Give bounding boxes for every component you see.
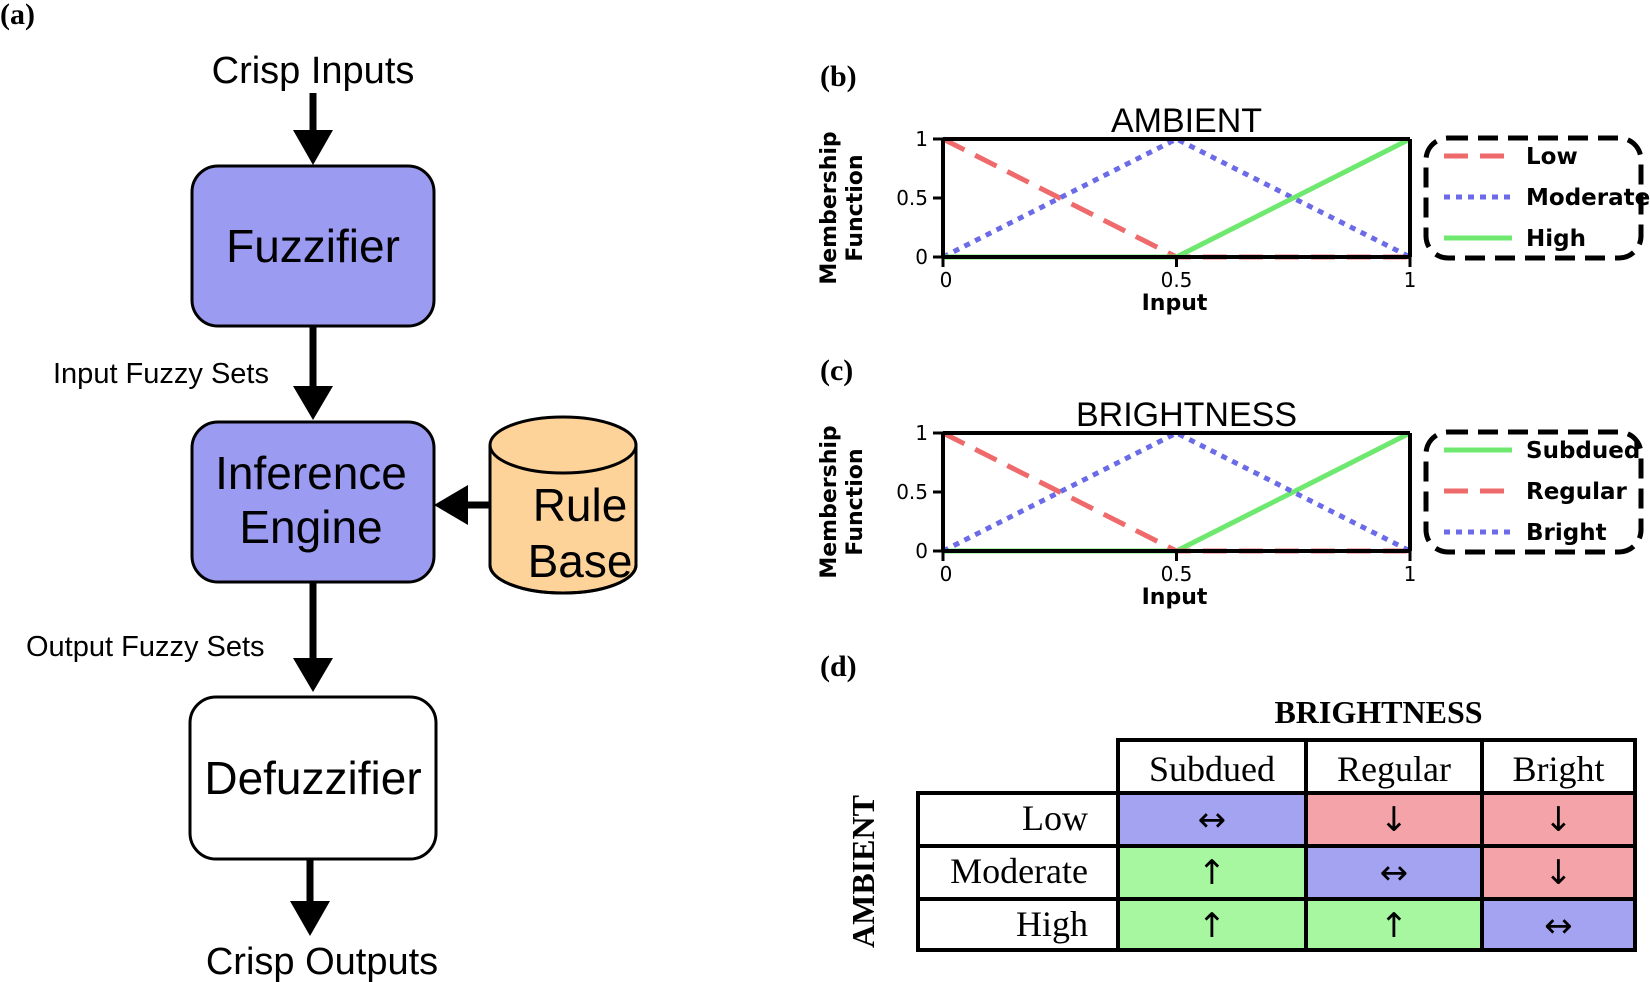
- series-line-subdued: [943, 430, 1412, 554]
- y-axis-title-line2: Function: [843, 448, 868, 555]
- table-cell-arrow: ↔: [1380, 853, 1409, 893]
- series-line-moderate: [941, 136, 1412, 260]
- x-axis-title: Input: [1142, 585, 1208, 610]
- rule-base-label-line2: Base: [528, 535, 633, 587]
- legend-label-bright: Bright: [1526, 520, 1607, 546]
- table-cell-arrow: ↓: [1544, 800, 1573, 840]
- chart-title: AMBIENT: [1111, 102, 1262, 140]
- arrow-inference-to-defuzzifier: [293, 582, 333, 692]
- y-tick-label: 0: [915, 245, 928, 269]
- table-cell: [1116, 897, 1308, 952]
- series-line-low: [941, 136, 1410, 260]
- fuzzifier-label: Fuzzifier: [226, 220, 400, 272]
- table-cell: [1480, 791, 1637, 848]
- table-cell-arrow: ↑: [1198, 853, 1227, 893]
- rule-table: BRIGHTNESS AMBIENT Subdued Regular BrightLow…: [845, 694, 1637, 952]
- x-axis-title: Input: [1142, 291, 1208, 316]
- table-row-label-low: Low: [1022, 798, 1088, 838]
- crisp-inputs-label: Crisp Inputs: [212, 50, 415, 92]
- x-tick-label: 0: [940, 268, 953, 292]
- table-cell-arrow: ↔: [1544, 906, 1573, 946]
- y-axis-title-line2: Function: [843, 154, 868, 261]
- panel-label-c: (c): [820, 354, 853, 387]
- arrow-rulebase-to-inference: [434, 485, 490, 525]
- series-line-regular: [941, 430, 1410, 554]
- table-cell-arrow: ↔: [1198, 800, 1227, 840]
- legend-box: [1423, 429, 1644, 555]
- panel-label-a: (a): [0, 0, 35, 31]
- y-axis-title-line1: Membership: [817, 131, 842, 284]
- y-axis-title-line1: Membership: [817, 425, 842, 578]
- table-row-label-cell: [916, 897, 1120, 952]
- crisp-outputs-label: Crisp Outputs: [206, 941, 438, 982]
- x-tick-label: 1: [1404, 562, 1417, 586]
- chart-title: BRIGHTNESS: [1076, 396, 1297, 434]
- table-col-title: BRIGHTNESS: [1274, 694, 1482, 730]
- x-tick-label: 0.5: [1161, 268, 1193, 292]
- table-cell-arrow: ↑: [1198, 906, 1227, 946]
- table-cell-arrow: ↓: [1380, 800, 1409, 840]
- table-cell-arrow: ↓: [1544, 853, 1573, 893]
- table-row-label-cell: [916, 844, 1120, 901]
- table-header-bright: Bright: [1512, 749, 1604, 789]
- output-fuzzy-sets-label: Output Fuzzy Sets: [26, 631, 265, 663]
- arrow-defuzzifier-to-outputs: [290, 859, 330, 936]
- table-row-label-high: High: [1016, 904, 1088, 944]
- y-tick-label: 0.5: [896, 480, 928, 504]
- legend-label-regular: Regular: [1526, 479, 1628, 505]
- legend-label-high: High: [1526, 226, 1586, 252]
- input-fuzzy-sets-label: Input Fuzzy Sets: [53, 358, 269, 390]
- panel-label-d: (d): [820, 650, 857, 683]
- series-line-bright: [941, 430, 1412, 554]
- table-row-label-moderate: Moderate: [950, 851, 1088, 891]
- y-tick-label: 1: [915, 127, 928, 151]
- table-cell: [1480, 897, 1637, 952]
- x-tick-label: 0: [940, 562, 953, 586]
- x-tick-label: 0.5: [1161, 562, 1193, 586]
- inference-engine-box[interactable]: Inference Engine: [190, 420, 436, 584]
- legend-box: [1423, 135, 1644, 261]
- arrow-inputs-to-fuzzifier: [293, 93, 333, 165]
- panel-label-b: (b): [820, 60, 857, 93]
- inference-engine-label-line1: Inference: [215, 447, 407, 499]
- x-tick-label: 1: [1404, 268, 1417, 292]
- legend-label-low: Low: [1526, 144, 1578, 170]
- table-cell: [1480, 844, 1637, 901]
- table-cell: [1304, 844, 1484, 901]
- table-row-label-cell: [916, 791, 1120, 848]
- inference-engine-label-line2: Engine: [239, 501, 382, 553]
- fuzzifier-box[interactable]: Fuzzifier: [190, 164, 436, 328]
- arrow-fuzzifier-to-inference: [293, 326, 333, 420]
- y-tick-label: 0: [915, 539, 928, 563]
- y-tick-label: 0.5: [896, 186, 928, 210]
- series-line-high: [943, 136, 1412, 260]
- legend-label-moderate: Moderate: [1526, 185, 1650, 211]
- table-cell-arrow: ↑: [1380, 906, 1409, 946]
- table-row-title: AMBIENT: [845, 795, 881, 948]
- table-header-regular: Regular: [1337, 749, 1451, 789]
- legend-label-subdued: Subdued: [1526, 438, 1640, 464]
- defuzzifier-box[interactable]: Defuzzifier: [188, 695, 438, 861]
- rule-base-cylinder[interactable]: Rule Base: [488, 415, 638, 595]
- table-header-subdued: Subdued: [1149, 749, 1275, 789]
- y-tick-label: 1: [915, 421, 928, 445]
- rule-base-label-line1: Rule: [533, 479, 628, 531]
- defuzzifier-label: Defuzzifier: [204, 752, 421, 804]
